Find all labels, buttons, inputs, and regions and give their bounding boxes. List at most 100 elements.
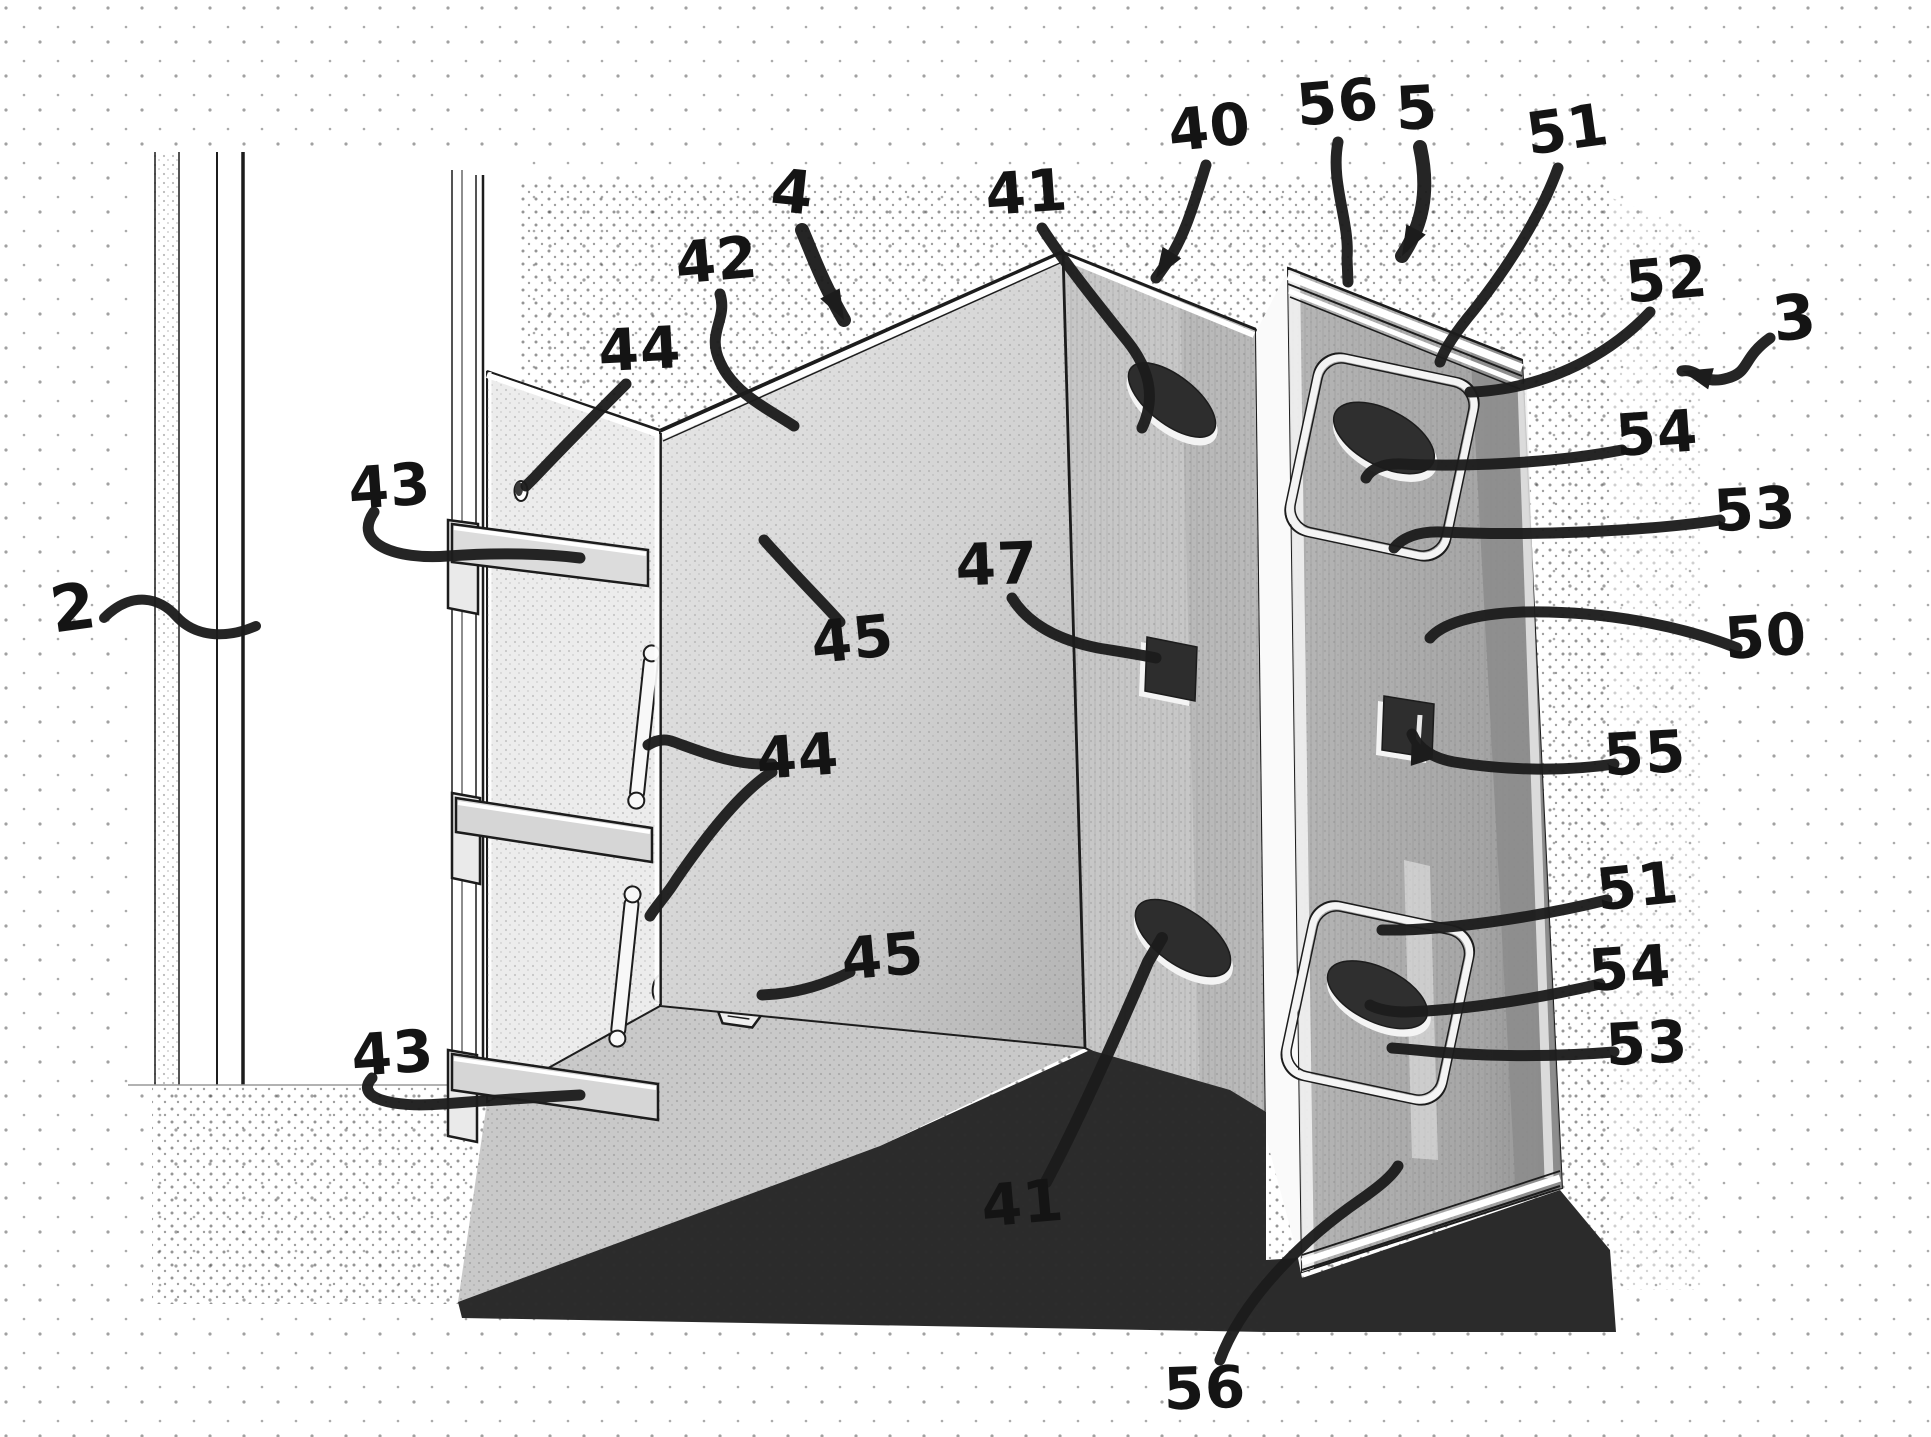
oblong-hole-lower [1133,898,1233,985]
leader-line-44-lower [642,734,778,770]
hook-middle-highlight [457,801,651,834]
ref-label-40: 40 [1150,89,1254,284]
ref-number-53-bottom: 53 [1604,1007,1690,1079]
leader-line-2 [99,594,261,640]
ref-label-43-lower: 43 [349,1016,586,1111]
ref-label-43-upper: 43 [346,449,586,564]
leader-line-45-upper [758,534,846,628]
leader-line-42 [709,288,800,432]
door-frame [128,152,520,1086]
ref-number-53-upper: 53 [1712,473,1798,545]
flange-top-highlight [1063,255,1256,338]
ref-number-56-bottom: 56 [1162,1353,1247,1424]
ref-number-51-bottom: 51 [1593,848,1682,924]
hook-middle [450,791,654,886]
arrowhead-55 [1410,734,1432,766]
leader-line-43-lower [362,1072,586,1111]
ref-number-2: 2 [46,569,101,649]
rail-bottom-lip [1300,1170,1562,1272]
ref-label-44-upper: 44 [520,313,683,492]
ref-number-50: 50 [1722,599,1809,673]
leader-line-51-bottom [1376,894,1613,936]
ref-label-41-bottom: 41 [978,932,1168,1241]
leader-line-53-bottom [1386,1042,1620,1062]
ref-number-56-top: 56 [1293,65,1381,140]
ref-number-52: 52 [1622,242,1710,317]
ref-label-47: 47 [954,529,1162,664]
shadow-region [458,1050,1616,1332]
leader-line-50 [1424,606,1743,654]
ref-number-45-lower: 45 [838,919,926,994]
ref-label-3: 3 [1676,279,1821,390]
ref-label-52: 52 [1464,242,1711,398]
leader-line-52 [1464,306,1656,398]
flange-fold-line [1061,252,1087,1049]
leader-line-44-upper [520,378,632,492]
leader-line-56-top [1330,136,1354,288]
mounting-plate [486,370,661,1104]
ref-number-44-lower: 44 [754,719,841,793]
slot-lower [608,885,642,1048]
ref-label-45-lower: 45 [756,919,927,1001]
ref-number-42: 42 [672,223,760,298]
arrowhead-5 [1402,224,1426,256]
ref-label-54-upper: 54 [1360,396,1700,484]
rail-top-lip [1286,266,1524,390]
ref-number-41-bottom: 41 [978,1166,1066,1241]
ref-label-51-top: 51 [1434,90,1613,368]
ref-number-43-lower: 43 [349,1016,436,1090]
arrowhead-40 [1156,246,1182,278]
ref-number-4: 4 [767,156,817,230]
leader-line-41-top [1036,222,1155,434]
flange-top-edge [1062,250,1257,331]
leader-line-45-lower [756,966,856,1001]
ref-label-41-top: 41 [983,155,1155,434]
leader-line-53-upper [1388,514,1726,554]
ref-number-54-upper: 54 [1613,396,1700,470]
ref-label-2: 2 [46,569,261,649]
web-top-edge-inner [662,262,1061,442]
ref-label-5: 5 [1394,73,1440,263]
ref-label-45-upper: 45 [758,534,897,677]
ref-label-53-upper: 53 [1388,473,1798,554]
ref-number-45-upper: 45 [808,601,897,677]
hook-lower-highlight [453,1057,657,1090]
ref-label-51-bottom: 51 [1376,848,1682,936]
bracket-top-edge [659,249,1064,432]
arrowhead-4 [820,288,844,320]
leader-line-41-bottom [1040,932,1168,1188]
ref-label-4: 4 [767,156,851,327]
leader-line-44-lower [644,766,778,922]
ref-label-50: 50 [1424,599,1809,673]
ref-number-40: 40 [1165,89,1254,165]
ref-number-3: 3 [1769,279,1821,356]
leader-line-54-bottom [1364,978,1606,1018]
ref-label-42: 42 [672,223,800,432]
leader-line-54-upper [1360,444,1628,484]
leader-line-51-top [1434,162,1564,368]
arrowhead-3 [1682,368,1714,390]
ref-number-47: 47 [954,529,1039,600]
ref-number-51-top: 51 [1522,90,1613,169]
ref-label-54-bottom: 54 [1364,931,1673,1018]
leader-line-56-bottom [1214,1160,1404,1366]
rail-right-highlight [1517,383,1554,1179]
leader-line-43-upper [362,506,586,564]
square-hole-47 [1139,636,1198,706]
ref-label-53-bottom: 53 [1386,1007,1690,1079]
leader-line-47 [1006,592,1162,664]
ref-number-55: 55 [1602,717,1688,789]
ref-number-43-upper: 43 [346,449,433,523]
bracket-web [654,249,1087,1050]
ref-label-44-lower: 44 [642,719,841,922]
plate-top-highlight [486,372,661,438]
hook-lower [446,1048,660,1144]
hook-upper-highlight [453,526,647,556]
web-top-highlight [660,254,1063,440]
ref-number-54-bottom: 54 [1586,931,1673,1005]
ref-number-5: 5 [1394,73,1440,145]
ref-label-55: 55 [1406,717,1688,789]
